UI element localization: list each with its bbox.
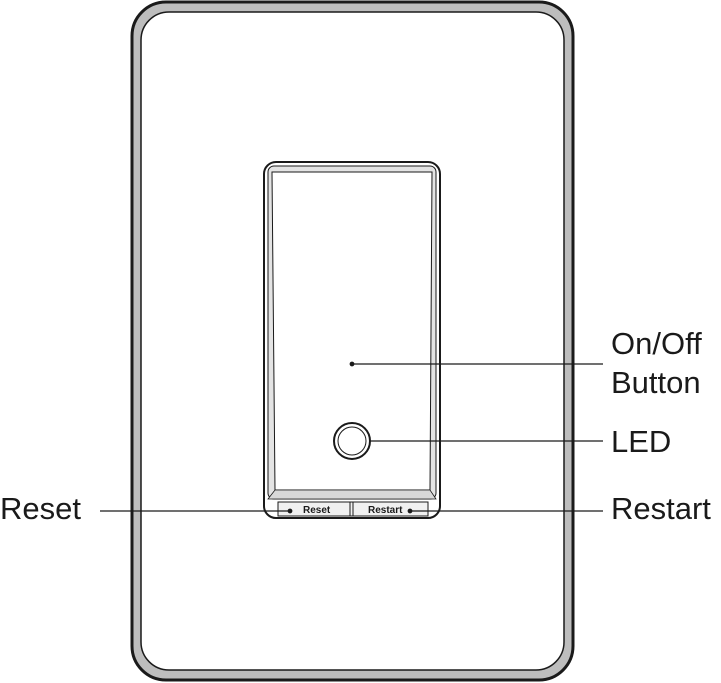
led-callout: LED [611,424,671,459]
restart-switch-label: Restart [368,505,403,516]
restart-callout: Restart [611,491,711,526]
rocker-bottom-bevel [267,489,437,500]
on-off-leader-dot [349,361,355,367]
restart-leader-dot [407,508,413,514]
switch-rocker: Reset Restart [263,161,441,519]
on-off-callout-line1: On/Off [611,326,702,361]
leader-lines [100,361,603,514]
led-inner-ring [337,426,367,456]
on-off-callout-line2: Button [611,365,701,400]
reset-callout: Reset [0,491,81,526]
reset-leader-dot [287,508,293,514]
reset-switch-label: Reset [303,505,331,516]
